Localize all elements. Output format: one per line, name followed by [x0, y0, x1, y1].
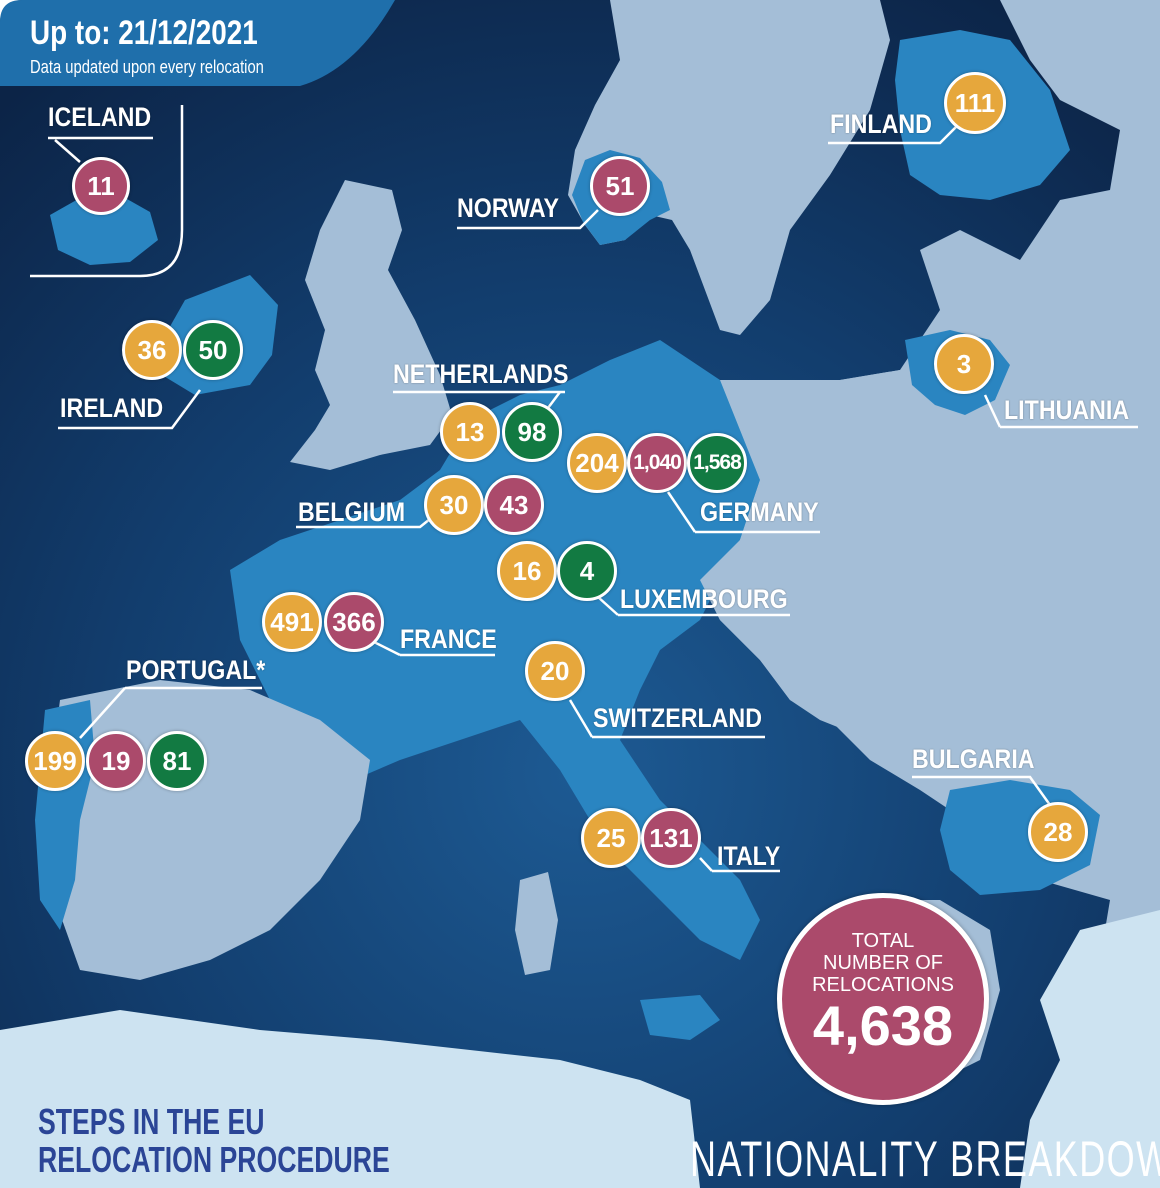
label-luxembourg: LUXEMBOURG [620, 584, 788, 614]
land-turkey [1020, 910, 1160, 1188]
total-relocations-circle: TOTAL NUMBER OF RELOCATIONS 4,638 [777, 893, 989, 1105]
land-central-east [700, 370, 1100, 780]
badge-germany-red: 1,040 [627, 433, 687, 493]
badge-italy-yellow: 25 [581, 808, 641, 868]
badge-portugal-red: 19 [86, 731, 146, 791]
total-caption-line3: RELOCATIONS [812, 974, 954, 996]
label-portugal: PORTUGAL* [126, 655, 266, 685]
total-value: 4,638 [812, 994, 954, 1057]
label-france: FRANCE [400, 624, 497, 654]
label-netherlands: NETHERLANDS [393, 359, 569, 389]
steps-line2: RELOCATION PROCEDURE [38, 1139, 390, 1180]
badge-ireland-green: 50 [183, 320, 243, 380]
steps-line1: STEPS IN THE EU [38, 1101, 265, 1142]
badge-lithuania-yellow: 3 [934, 334, 994, 394]
label-switzerland: SWITZERLAND [593, 703, 762, 733]
badge-netherlands-green: 98 [502, 402, 562, 462]
badge-france-red: 366 [324, 592, 384, 652]
badge-ireland-yellow: 36 [122, 320, 182, 380]
badge-switzerland-yellow: 20 [525, 641, 585, 701]
label-iceland: ICELAND [48, 102, 152, 132]
date-subheading: Data updated upon every relocation [30, 57, 264, 77]
badge-luxembourg-green: 4 [557, 541, 617, 601]
date-heading: Up to: 21/12/2021 [30, 14, 258, 52]
label-finland: FINLAND [830, 109, 932, 139]
iceland-inset-frame [30, 105, 184, 278]
total-caption-line1: TOTAL [851, 930, 915, 952]
badge-belgium-yellow: 30 [424, 475, 484, 535]
land-great-britain [290, 180, 452, 470]
land-iceland [50, 195, 158, 265]
steps-link[interactable]: STEPS IN THE EU RELOCATION PROCEDURE [38, 1103, 390, 1179]
label-germany: GERMANY [700, 497, 819, 527]
label-bulgaria: BULGARIA [912, 744, 1035, 774]
header-tab [0, 0, 395, 86]
badge-portugal-yellow: 199 [25, 731, 85, 791]
badge-portugal-green: 81 [147, 731, 207, 791]
nationality-breakdown-title: NATIONALITY BREAKDOWN [690, 1131, 1160, 1187]
land-sicily [640, 995, 720, 1040]
badge-bulgaria-yellow: 28 [1028, 802, 1088, 862]
badge-finland-yellow: 111 [944, 72, 1006, 134]
label-lithuania: LITHUANIA [1004, 395, 1130, 425]
badge-italy-red: 131 [641, 808, 701, 868]
total-caption-line2: NUMBER OF [823, 952, 943, 974]
badge-germany-green: 1,568 [687, 433, 747, 493]
badge-iceland-red: 11 [72, 157, 130, 215]
label-ireland: IRELAND [60, 393, 164, 423]
badge-netherlands-yellow: 13 [440, 402, 500, 462]
badge-germany-yellow: 204 [567, 433, 627, 493]
land-western-europe [230, 340, 760, 960]
label-belgium: BELGIUM [298, 497, 406, 527]
badge-france-yellow: 491 [262, 592, 322, 652]
land-sardinia [515, 872, 558, 975]
label-norway: NORWAY [457, 193, 559, 223]
badge-belgium-red: 43 [484, 475, 544, 535]
land-north-africa [0, 1010, 700, 1188]
badge-norway-red: 51 [590, 156, 650, 216]
label-italy: ITALY [717, 841, 781, 871]
land-scandinavia [568, 0, 890, 335]
total-caption: TOTAL NUMBER OF RELOCATIONS [782, 930, 984, 996]
badge-luxembourg-yellow: 16 [497, 541, 557, 601]
